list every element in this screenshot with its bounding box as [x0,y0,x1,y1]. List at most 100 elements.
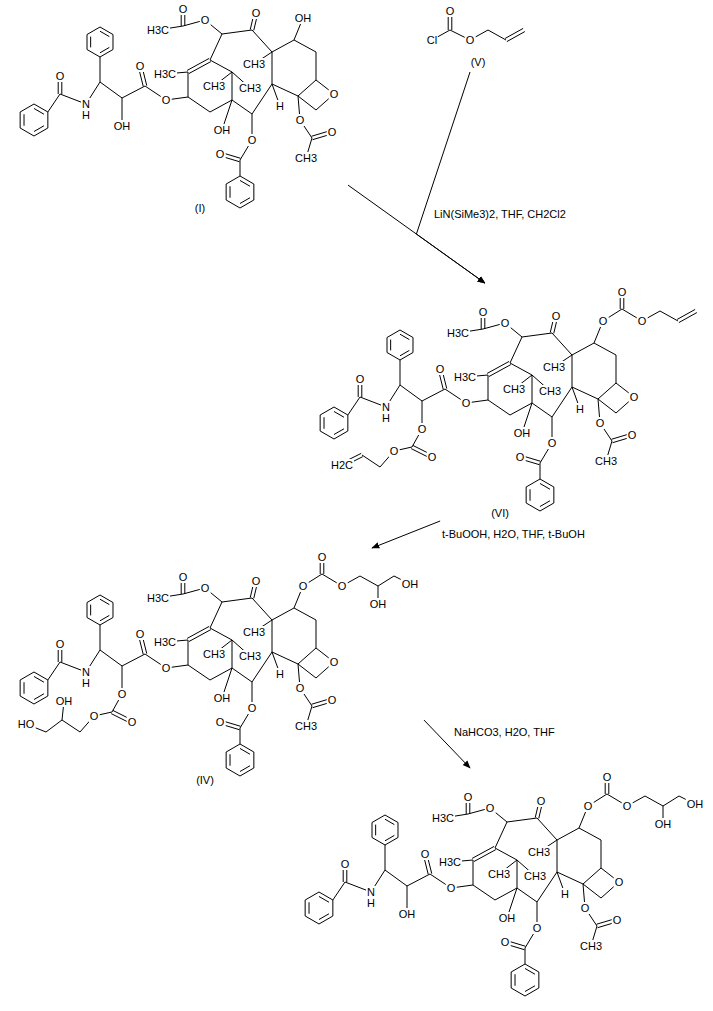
atom-label: H [81,109,91,121]
bond [507,32,525,42]
bond [272,40,294,52]
bond [400,385,422,401]
bond [525,964,539,972]
atom-label: O [536,795,547,807]
bond [505,28,523,38]
atom-label: O [215,716,226,728]
bond [538,972,539,988]
bond [598,383,616,399]
bond [122,654,145,666]
bond [572,355,573,387]
bond [540,501,550,507]
atom-label: H3C [153,636,177,648]
bond [332,900,333,916]
bond [319,914,329,920]
bond [532,375,533,403]
bond [100,618,113,626]
bond [34,672,48,680]
bond [385,870,407,886]
bond [100,82,122,98]
atom-label: CH3 [502,383,526,395]
bond [210,602,222,628]
atom-label: O [595,417,606,429]
bond [540,479,554,487]
bond [511,988,525,996]
bond [305,900,306,916]
bond [387,338,388,353]
bond [598,399,616,413]
bond [226,752,227,768]
atom-label: O [463,791,474,803]
bond [488,400,510,415]
atom-label: CH3 [538,385,562,397]
bond [422,389,445,401]
bond [294,40,316,52]
atom-label: CH3 [542,361,566,373]
bond [226,768,240,776]
bond [645,796,663,806]
bond [298,80,316,96]
bond [252,30,272,52]
bond [253,184,254,200]
bond [526,487,527,503]
bond [679,313,697,323]
bond [34,128,48,136]
bond [100,625,101,650]
bond [616,355,617,383]
bond [20,696,34,704]
bond [34,676,44,682]
atom-label: CH3 [487,868,511,880]
bond [517,860,518,888]
bond [677,309,695,319]
bond [48,94,60,112]
bond [20,104,34,112]
bond [334,411,344,417]
atom-label: H2C [330,459,354,471]
atom-label: O [515,451,526,463]
bond [100,47,109,52]
compound-number: (I) [194,202,206,214]
bond [319,896,329,902]
bond [495,848,517,860]
bond [187,626,209,638]
bond [222,30,252,34]
bond [210,628,232,640]
bond [100,27,113,35]
atom-label: O [485,802,496,814]
bond [47,680,48,696]
bond [400,353,413,361]
bond [572,343,594,355]
bond [20,680,21,696]
bond [90,37,91,48]
molecule-drawing [20,9,334,208]
bond [100,599,109,604]
bond [24,682,25,694]
bond [537,818,557,840]
bond [210,34,222,60]
bond [400,334,409,339]
atom-label: O [551,310,562,322]
atom-label: OH [686,798,705,810]
bond [226,184,227,200]
atom-label: O [215,148,226,160]
atom-label: H3C [146,24,170,36]
bond [553,487,554,503]
atom-label: O [500,317,511,329]
bond [488,30,506,40]
bond [387,353,400,361]
atom-label: O [580,902,591,914]
bond [20,672,34,680]
bond [122,86,145,98]
bond [100,650,122,666]
bond [511,964,525,972]
bond [298,648,316,664]
bond [305,892,319,900]
bond [222,598,252,602]
bond [594,343,616,355]
atom-label: CH3 [294,720,318,732]
bond [34,696,48,704]
bond [362,455,380,467]
bond [47,112,48,128]
atom-label: O [622,800,633,812]
bond [334,431,348,439]
